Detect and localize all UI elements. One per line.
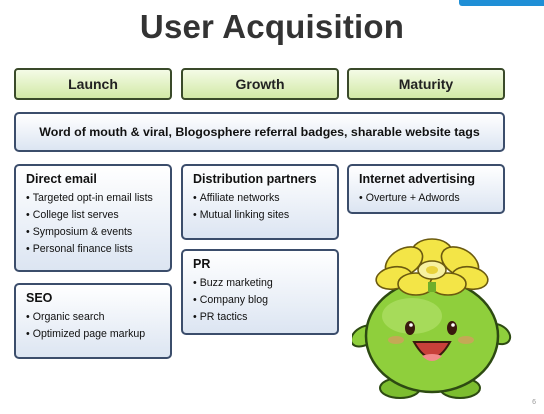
word-of-mouth-banner: Word of mouth & viral, Blogosphere refer… xyxy=(14,112,505,152)
card-title: PR xyxy=(193,257,211,271)
list-item: College list serves xyxy=(26,207,162,224)
page-number: 6 xyxy=(532,399,536,406)
list-item: Affiliate networks xyxy=(193,190,329,207)
slide-title: User Acquisition xyxy=(139,8,405,45)
item-list: Buzz marketing Company blog PR tactics xyxy=(193,275,329,326)
card-internet-advertising: Internet advertising Overture + Adwords xyxy=(347,164,505,214)
item-list: Organic search Optimized page markup xyxy=(26,309,162,343)
list-item: PR tactics xyxy=(193,309,329,326)
green-flower-creature-icon xyxy=(352,238,512,399)
list-item: Company blog xyxy=(193,292,329,309)
list-item: Optimized page markup xyxy=(26,326,162,343)
card-title: Distribution partners xyxy=(193,172,317,186)
list-item: Targeted opt-in email lists xyxy=(26,190,162,207)
phase-launch: Launch xyxy=(14,68,172,100)
list-item: Mutual linking sites xyxy=(193,207,329,224)
item-list: Overture + Adwords xyxy=(359,190,495,207)
phase-growth: Growth xyxy=(181,68,339,100)
card-title: Direct email xyxy=(26,172,97,186)
list-item: Personal finance lists xyxy=(26,241,162,258)
phase-maturity: Maturity xyxy=(347,68,505,100)
card-title: SEO xyxy=(26,291,53,305)
item-list: Targeted opt-in email lists College list… xyxy=(26,190,162,258)
list-item: Symposium & events xyxy=(26,224,162,241)
card-direct-email: Direct email Targeted opt-in email lists… xyxy=(14,164,172,272)
banner-text: Word of mouth & viral, Blogosphere refer… xyxy=(39,125,480,139)
item-list: Affiliate networks Mutual linking sites xyxy=(193,190,329,224)
list-item: Organic search xyxy=(26,309,162,326)
card-title: Internet advertising xyxy=(359,172,475,186)
list-item: Overture + Adwords xyxy=(359,190,495,207)
list-item: Buzz marketing xyxy=(193,275,329,292)
card-seo: SEO Organic search Optimized page markup xyxy=(14,283,172,359)
card-distribution-partners: Distribution partners Affiliate networks… xyxy=(181,164,339,240)
card-pr: PR Buzz marketing Company blog PR tactic… xyxy=(181,249,339,335)
corner-accent-tab xyxy=(459,0,544,6)
